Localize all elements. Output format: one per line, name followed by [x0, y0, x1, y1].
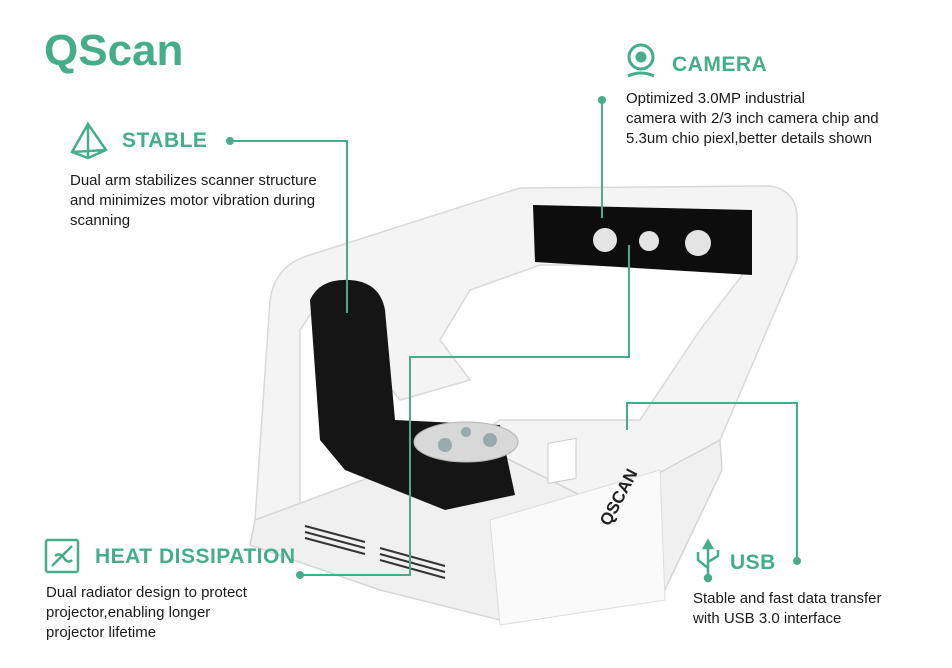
webcam-icon	[627, 43, 655, 78]
desc-line: Dual arm stabilizes scanner structure	[70, 172, 317, 189]
leader-lines	[230, 100, 798, 576]
heat-icon	[44, 538, 80, 574]
turntable	[413, 421, 519, 463]
camera-lens-right	[685, 230, 711, 256]
vent-grille	[304, 525, 446, 579]
heat-description: Dual radiator design to protect projecto…	[46, 583, 247, 643]
camera-description: Optimized 3.0MP industrial camera with 2…	[626, 89, 879, 149]
usb-description: Stable and fast data transfer with USB 3…	[693, 589, 881, 629]
desc-line: scanning	[70, 212, 131, 229]
usb-port	[547, 437, 577, 484]
usb-heading: USB	[730, 551, 776, 574]
desc-line: 5.3um chio piexl,better details shown	[626, 130, 872, 147]
stable-heading: STABLE	[122, 129, 208, 152]
stable-description: Dual arm stabilizes scanner structure an…	[70, 171, 317, 231]
pyramid-icon	[70, 121, 108, 160]
heat-heading: HEAT DISSIPATION	[95, 545, 296, 568]
usb-icon	[696, 538, 720, 583]
camera-lens-left	[593, 228, 617, 252]
camera-heading: CAMERA	[672, 53, 768, 76]
desc-line: Dual radiator design to protect	[46, 584, 247, 601]
desc-line: Stable and fast data transfer	[693, 590, 882, 607]
desc-line: and minimizes motor vibration during	[70, 192, 316, 209]
desc-line: projector,enabling longer	[46, 604, 211, 621]
brand-title: QScan	[44, 26, 184, 75]
projector-lens	[639, 231, 659, 251]
desc-line: Optimized 3.0MP industrial	[626, 90, 805, 107]
desc-line: camera with 2/3 inch camera chip and	[626, 110, 879, 127]
desc-line: with USB 3.0 interface	[693, 610, 842, 627]
desc-line: projector lifetime	[46, 624, 157, 641]
